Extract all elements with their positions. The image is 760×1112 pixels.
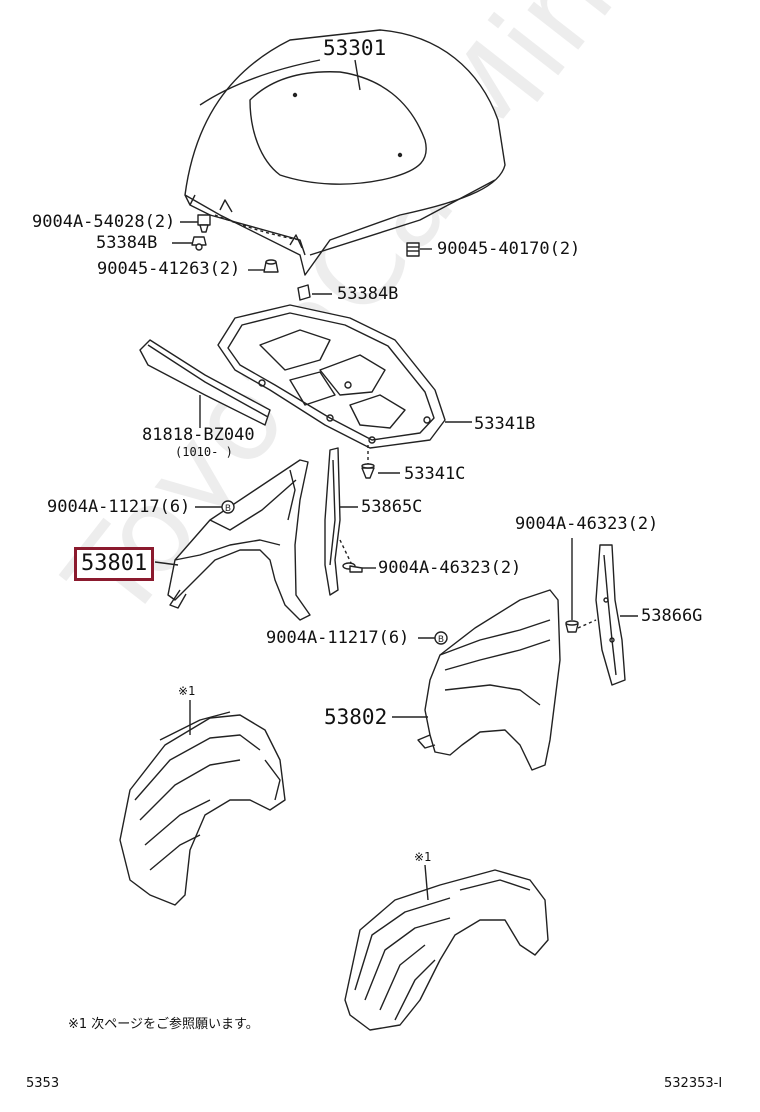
- label-clip-53341c[interactable]: 53341C: [404, 464, 466, 484]
- label-note-mark-1: ※1: [178, 684, 196, 698]
- clip-46323-right-part[interactable]: [565, 620, 579, 633]
- label-protector-53865c[interactable]: 53865C: [361, 497, 423, 517]
- label-note-mark-2: ※1: [414, 850, 432, 864]
- fender-lh-part[interactable]: [417, 589, 561, 771]
- bolt-marker-letter: B: [438, 635, 444, 645]
- label-clip-46323-center[interactable]: 9004A-46323(2): [378, 558, 522, 578]
- protector-53866g-part[interactable]: [595, 544, 626, 686]
- label-seal-part[interactable]: 81818-BZ040: [142, 425, 255, 445]
- fender-liner-lower-part[interactable]: [344, 869, 549, 1031]
- cushion-53384b-left-part[interactable]: [191, 236, 207, 251]
- cushion-40170-part[interactable]: [406, 242, 420, 257]
- clip-46323-center-part[interactable]: [342, 562, 363, 573]
- clip-53341c-part[interactable]: [361, 445, 375, 479]
- leader-line: [577, 619, 597, 629]
- leader-line: [424, 864, 429, 901]
- fender-liner-upper-part[interactable]: [119, 711, 286, 906]
- leader-line: [354, 59, 361, 91]
- bolt-54028-part[interactable]: [197, 214, 211, 233]
- label-bolt-54028[interactable]: 9004A-54028(2): [32, 212, 176, 232]
- bolt-marker-letter: B: [225, 504, 231, 514]
- label-fender-lh[interactable]: 53802: [324, 705, 388, 729]
- footer-diagram-id: 532353-I: [664, 1076, 723, 1091]
- label-seal-date: (1010- ): [175, 445, 233, 459]
- cushion-41263-part[interactable]: [263, 259, 279, 273]
- label-cushion-41263[interactable]: 90045-41263(2): [97, 259, 241, 279]
- label-protector-53866g[interactable]: 53866G: [641, 606, 703, 626]
- label-bolt-11217-upper[interactable]: 9004A-11217(6): [47, 497, 191, 517]
- footer-page-code: 5353: [26, 1076, 60, 1091]
- footnote: ※1 次ページをご参照願います。: [68, 1017, 259, 1032]
- hood-insulator-part[interactable]: [217, 304, 446, 449]
- label-cushion-53384b-left[interactable]: 53384B: [96, 233, 158, 253]
- fender-rh-part[interactable]: [167, 459, 311, 621]
- leader-line: [339, 539, 353, 566]
- label-hood[interactable]: 53301: [323, 36, 387, 60]
- label-cushion-53384b-right[interactable]: 53384B: [337, 284, 399, 304]
- label-bolt-11217-lower[interactable]: 9004A-11217(6): [266, 628, 410, 648]
- label-fender-rh: 53801: [81, 551, 148, 576]
- protector-53865c-part[interactable]: [324, 447, 341, 596]
- hood-part[interactable]: [184, 29, 506, 276]
- seal-strip-part[interactable]: [139, 339, 271, 426]
- label-cushion-40170[interactable]: 90045-40170(2): [437, 239, 581, 259]
- label-clip-46323-right[interactable]: 9004A-46323(2): [515, 514, 659, 534]
- cushion-53384b-right-part[interactable]: [297, 284, 311, 301]
- leader-line: [154, 561, 179, 566]
- label-fender-rh-highlighted[interactable]: 53801: [74, 547, 155, 581]
- label-insulator[interactable]: 53341B: [474, 414, 536, 434]
